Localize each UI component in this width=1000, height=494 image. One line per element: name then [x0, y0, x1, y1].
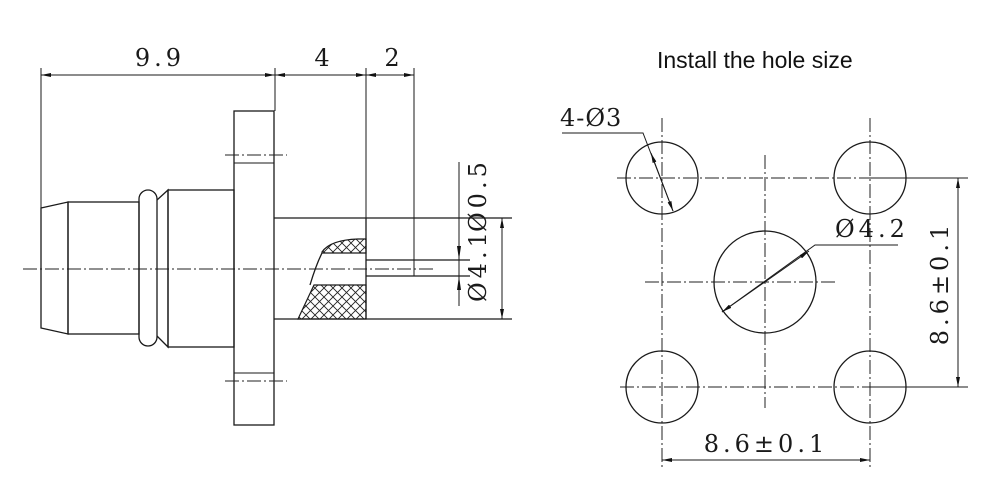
dielectric-hatch-top — [321, 238, 367, 254]
front-body — [67, 201, 140, 335]
corner-hole-leader — [562, 132, 674, 212]
o-ring — [138, 189, 158, 347]
dim-arrows — [457, 246, 461, 290]
dim-label-body-diameter: Ø4.1 — [464, 228, 492, 302]
center-hole-label: Ø4.2 — [835, 215, 909, 243]
dim-label-pin-diameter: Ø0.5 — [464, 158, 492, 232]
horizontal-spacing-label: 8.6±0.1 — [704, 430, 828, 458]
dim-label-9-9: 9.9 — [135, 44, 185, 72]
dielectric-hatch-bottom — [297, 284, 367, 320]
hole-size-title: Install the hole size — [657, 47, 853, 73]
dim-label-4: 4 — [314, 44, 333, 72]
mounting-hole-pattern: 4-Ø3 Ø4.2 8.6±0.1 8.6±0.1 — [560, 104, 968, 470]
vertical-spacing-label: 8.6±0.1 — [926, 221, 954, 345]
corner-hole — [625, 350, 699, 424]
center-hole-dim-arrow — [721, 250, 810, 313]
dielectric-edge — [309, 252, 323, 286]
front-taper — [40, 201, 69, 335]
flange — [233, 110, 275, 426]
center-hole-leader — [721, 244, 898, 313]
corner-hole-dim-arrow — [650, 152, 674, 212]
corner-hole — [625, 141, 699, 215]
connector-side-view: 9.9 4 2 Ø0.5 Ø4.1 — [23, 44, 512, 426]
corner-holes-label: 4-Ø3 — [560, 104, 622, 132]
center-hole — [713, 230, 817, 334]
dim-label-2: 2 — [384, 44, 403, 72]
